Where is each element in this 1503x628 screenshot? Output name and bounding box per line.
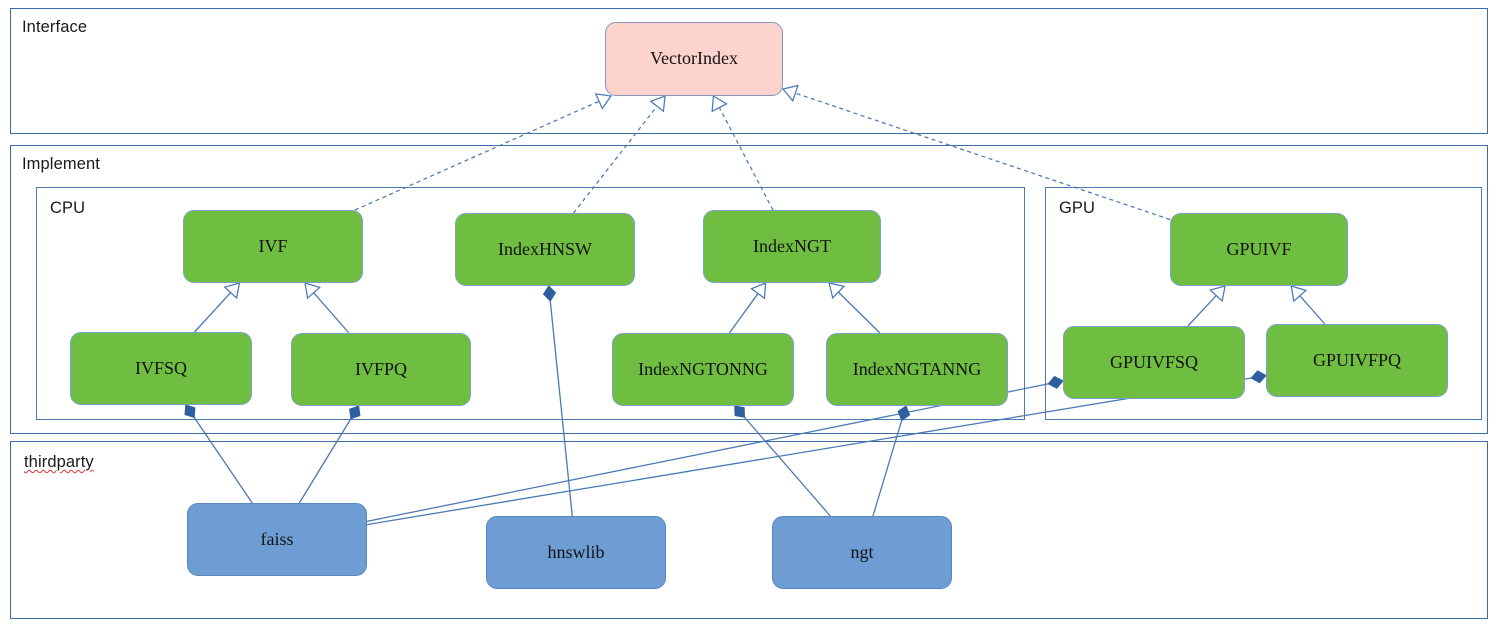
frame-label-interface: Interface [22,18,88,36]
node-ivf[interactable]: IVF [183,210,363,283]
node-label-vectorindex: VectorIndex [650,48,738,69]
node-label-indexngtonng: IndexNGTONNG [638,358,768,379]
node-indexngt[interactable]: IndexNGT [703,210,881,283]
node-gpuivfpq[interactable]: GPUIVFPQ [1266,324,1448,397]
frame-label-implement: Implement [22,155,100,173]
node-label-ngt: ngt [850,541,874,562]
node-label-indexngt: IndexNGT [753,235,831,256]
node-gpuivfsq[interactable]: GPUIVFSQ [1063,326,1245,399]
node-ngt[interactable]: ngt [772,516,952,589]
node-vectorindex[interactable]: VectorIndex [605,22,783,96]
node-label-indexhnsw: IndexHNSW [498,238,592,259]
node-ivfpq[interactable]: IVFPQ [291,333,471,406]
node-indexngtanng[interactable]: IndexNGTANNG [826,333,1008,406]
node-label-ivfpq: IVFPQ [354,358,407,379]
node-label-faiss: faiss [260,528,294,549]
node-faiss[interactable]: faiss [187,503,367,576]
frame-label-cpu: CPU [50,199,86,217]
frame-label-thirdparty: thirdparty [24,453,94,471]
frame-label-gpu: GPU [1059,199,1096,217]
node-label-ivf: IVF [258,235,288,256]
node-label-gpuivf: GPUIVF [1226,238,1292,259]
node-label-indexngtanng: IndexNGTANNG [852,358,982,379]
node-label-ivfsq: IVFSQ [134,357,187,378]
node-hnswlib[interactable]: hnswlib [486,516,666,589]
frame-gpu [1045,187,1482,420]
node-gpuivf[interactable]: GPUIVF [1170,213,1348,286]
node-ivfsq[interactable]: IVFSQ [70,332,252,405]
node-label-gpuivfsq: GPUIVFSQ [1109,351,1199,372]
node-indexngtonng[interactable]: IndexNGTONNG [612,333,794,406]
node-label-hnswlib: hnswlib [547,541,605,562]
node-label-gpuivfpq: GPUIVFPQ [1312,349,1402,370]
node-indexhnsw[interactable]: IndexHNSW [455,213,635,286]
